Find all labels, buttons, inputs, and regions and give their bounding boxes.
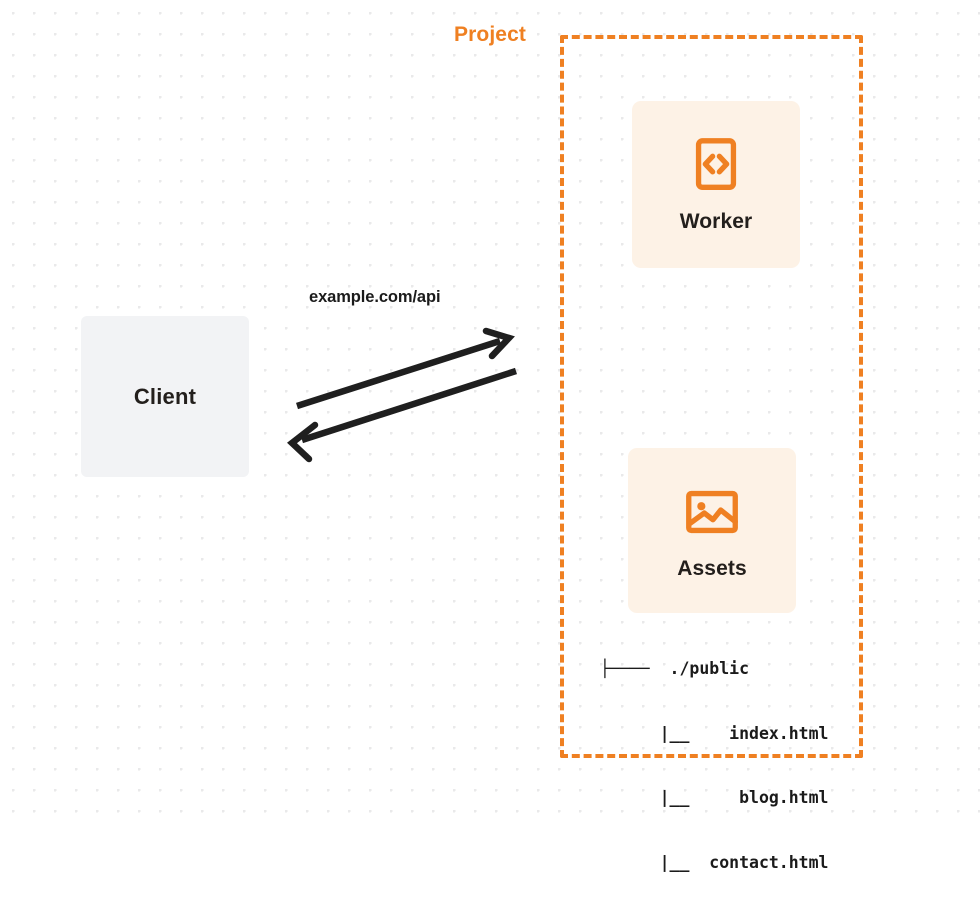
client-node[interactable]: Client xyxy=(81,316,249,477)
diagram-canvas: Client example.com/api Project Worker xyxy=(0,0,980,872)
code-brackets-icon xyxy=(695,137,737,190)
response-arrow xyxy=(287,367,517,463)
file-tree-row: |__ contact.html xyxy=(600,852,829,872)
client-node-label: Client xyxy=(133,383,197,409)
connection-label: example.com/api xyxy=(309,288,441,306)
file-tree-row: |__ index.html xyxy=(600,723,829,743)
file-tree-row: |__ blog.html xyxy=(600,788,829,807)
project-title: Project xyxy=(447,23,533,47)
worker-card-label: Worker xyxy=(679,209,753,233)
project-container xyxy=(560,35,863,758)
assets-file-tree: ├──── ./public |__ index.html |__ blog.h… xyxy=(600,615,828,916)
assets-card[interactable]: Assets xyxy=(628,448,796,613)
request-arrow xyxy=(296,327,515,410)
assets-card-label: Assets xyxy=(677,556,747,580)
worker-card[interactable]: Worker xyxy=(632,101,800,268)
image-icon xyxy=(686,490,738,533)
file-tree-row: ├──── ./public xyxy=(600,659,750,678)
